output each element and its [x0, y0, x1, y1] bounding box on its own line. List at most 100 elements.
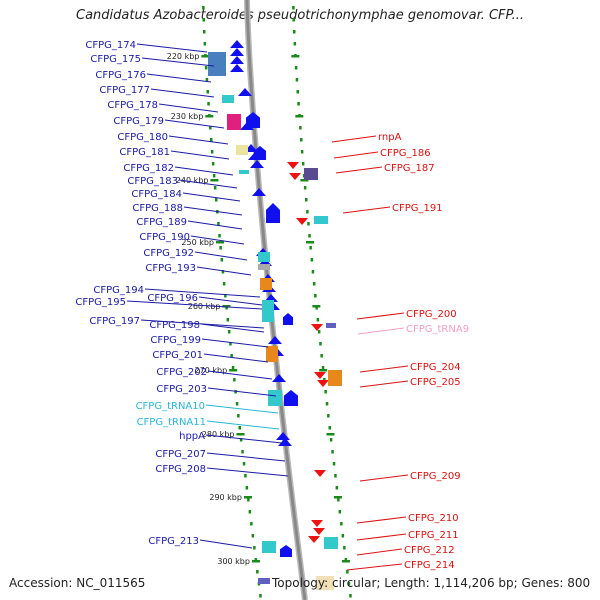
scale-dot — [226, 318, 230, 322]
accession-label: Accession: NC_011565 — [9, 576, 146, 590]
gene-label: CFPG_194 — [93, 285, 144, 296]
scale-dot — [337, 498, 340, 502]
gene-label: CFPG_200 — [406, 309, 457, 320]
label-leader — [174, 166, 234, 176]
scale-dot — [335, 486, 339, 490]
feature-tracks — [208, 40, 342, 590]
major-tick — [201, 55, 210, 58]
cog-block — [262, 541, 276, 553]
label-leader — [190, 235, 245, 245]
scale-dot — [220, 258, 224, 262]
scale-dot — [205, 78, 209, 82]
scale-dot — [292, 18, 295, 22]
strand-arrow — [230, 40, 244, 48]
strand-arrow — [314, 372, 326, 379]
label-leader — [144, 288, 261, 298]
cog-block — [208, 52, 226, 76]
gene-label: CFPG_174 — [85, 40, 136, 51]
gene-label: CFPG_208 — [155, 464, 206, 475]
label-leader — [194, 251, 248, 261]
cog-block — [258, 252, 270, 262]
cog-block — [236, 145, 248, 155]
scale-dot — [206, 90, 209, 94]
label-leader — [200, 323, 265, 333]
gene-label: CFPG_213 — [148, 536, 199, 547]
label-leader — [158, 103, 219, 113]
cds-arrow — [280, 545, 292, 557]
scale-dot — [247, 498, 250, 502]
gene-label: CFPG_195 — [75, 297, 126, 308]
strand-arrow — [311, 324, 323, 331]
label-leader — [168, 135, 229, 145]
kbp-label: 290 kbp — [209, 493, 242, 502]
scale-dot — [315, 306, 318, 310]
gene-label: CFPG_178 — [107, 100, 158, 111]
scale-dot — [210, 138, 213, 142]
strand-arrow — [230, 56, 244, 64]
cog-block — [260, 278, 272, 290]
cog-block — [258, 264, 270, 270]
cog-block — [326, 323, 336, 328]
scale-dot — [332, 462, 336, 466]
kbp-label: 270 kbp — [195, 366, 228, 375]
strand-arrow — [230, 64, 244, 72]
scale-dot — [331, 450, 334, 454]
label-leader — [203, 353, 269, 363]
major-tick — [341, 560, 350, 563]
major-tick — [222, 305, 231, 308]
strand-arrow — [317, 380, 329, 387]
major-tick — [326, 433, 335, 436]
major-tick — [306, 241, 315, 244]
cog-block — [227, 114, 241, 130]
label-leader — [183, 206, 243, 216]
scale-dot — [293, 42, 297, 46]
scale-dot — [349, 594, 352, 598]
scale-dot — [245, 486, 249, 490]
gene-label: CFPG_186 — [380, 148, 431, 159]
scale-dot — [309, 246, 312, 250]
gene-label: CFPG_196 — [147, 293, 198, 304]
scale-dot — [248, 510, 252, 514]
kbp-label: 250 kbp — [181, 238, 214, 247]
label-leader — [331, 135, 377, 143]
cog-block — [222, 95, 234, 103]
cog-block — [314, 216, 328, 224]
gene-label: CFPG_189 — [136, 217, 187, 228]
strand-arrow — [276, 432, 290, 440]
cds-arrow — [254, 146, 266, 160]
major-tick — [205, 115, 214, 118]
scale-dot — [217, 222, 220, 226]
scale-dot — [254, 558, 258, 562]
scale-dot — [320, 354, 323, 358]
scale-dot — [242, 462, 246, 466]
gene-label: CFPG_tRNA11 — [137, 417, 206, 428]
scale-dot — [300, 138, 303, 142]
strand-arrow — [272, 374, 286, 382]
scale-dot — [317, 330, 321, 334]
cds-arrow — [246, 112, 260, 128]
strand-arrow — [230, 48, 244, 56]
strand-arrow — [289, 173, 301, 180]
label-leader — [356, 548, 403, 556]
strand-arrow — [311, 520, 323, 527]
label-leader — [207, 387, 277, 397]
scale-dot — [238, 426, 241, 430]
scale-dot — [231, 366, 235, 370]
label-leader — [342, 206, 391, 214]
label-leader — [206, 452, 286, 462]
scale-dot — [307, 222, 310, 226]
strand-arrow — [278, 438, 292, 446]
genome-info-label: Topology: circular; Length: 1,114,206 bp… — [272, 576, 591, 590]
cog-block — [268, 390, 282, 406]
gene-label: CFPG_198 — [149, 320, 200, 331]
gene-label: hppA — [179, 431, 205, 442]
scale-dot — [293, 30, 296, 34]
gene-label: CFPG_211 — [408, 530, 459, 541]
scale-dot — [219, 246, 222, 250]
gene-label: CFPG_183 — [127, 176, 178, 187]
label-leader — [141, 57, 215, 67]
scale-dot — [244, 474, 247, 478]
scale-dot — [209, 126, 212, 130]
scale-dot — [327, 414, 330, 418]
scale-dot — [344, 558, 348, 562]
